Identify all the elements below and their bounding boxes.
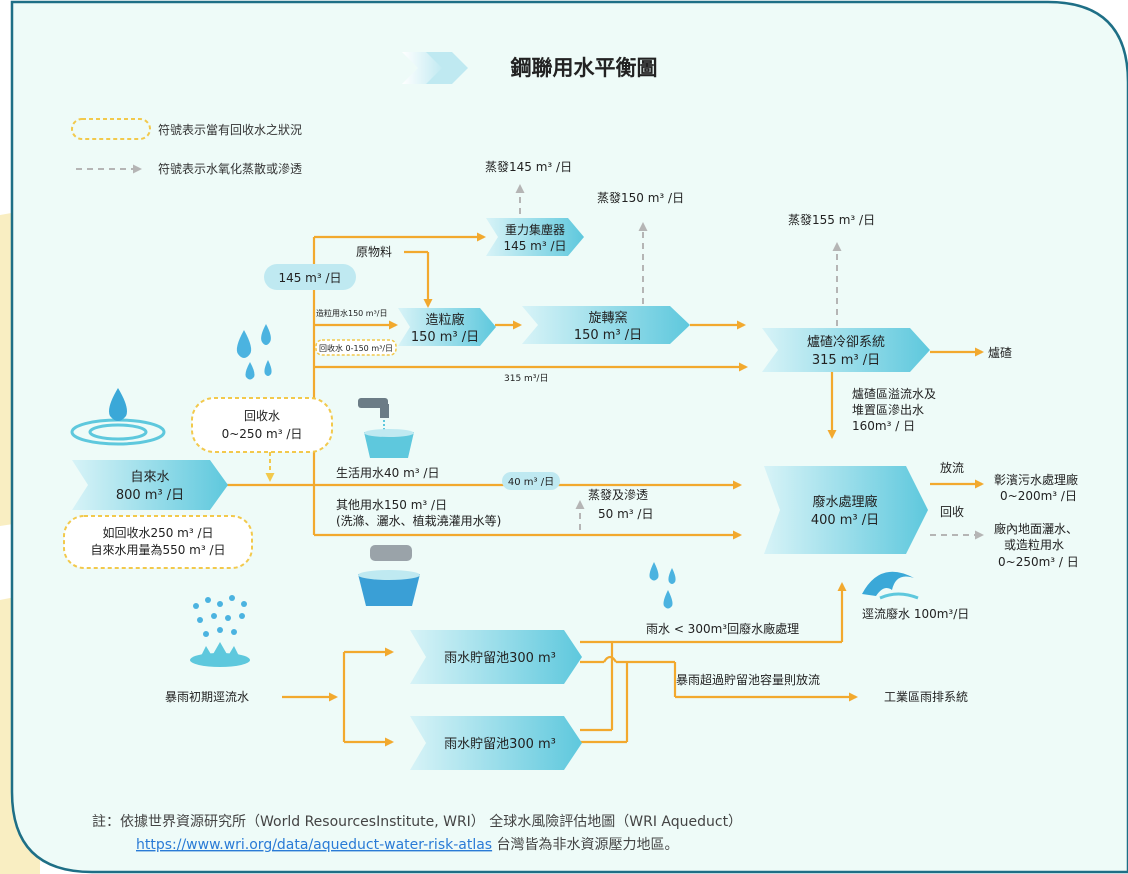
- rain-pond-box-1: 雨水貯留池300 m³: [410, 630, 582, 684]
- svg-text:315 m³ /日: 315 m³ /日: [812, 353, 880, 368]
- overflow-line1: 爐碴區溢流水及: [852, 386, 936, 401]
- industrial-drain-label: 工業區雨排系統: [884, 690, 968, 704]
- overflow-line2: 堆置區滲出水: [852, 403, 924, 417]
- changbin-line1: 彰濱污水處理廠: [994, 472, 1078, 487]
- svg-text:雨水貯留池300 m³: 雨水貯留池300 m³: [444, 737, 556, 752]
- pelletizer-box: 造粒廠 150 m³ /日: [398, 308, 496, 346]
- overflow-discharge-label: 暴雨超過貯留池容量則放流: [676, 672, 820, 687]
- svg-text:重力集塵器: 重力集塵器: [505, 222, 565, 237]
- svg-text:0~250 m³ /日: 0~250 m³ /日: [222, 427, 303, 441]
- svg-text:自來水: 自來水: [130, 470, 169, 485]
- recycle-usage-note: 如回收水250 m³ /日 自來水用量為550 m³ /日: [63, 515, 253, 569]
- svg-text:400 m³ /日: 400 m³ /日: [811, 513, 879, 528]
- svg-text:雨水貯留池300 m³: 雨水貯留池300 m³: [444, 651, 556, 666]
- reuse-line3: 0~250m³ / 日: [998, 555, 1079, 569]
- flow-145-pill: 145 m³ /日: [264, 264, 356, 290]
- svg-text:爐碴冷卻系統: 爐碴冷卻系統: [807, 335, 885, 350]
- title-chevron-icon: [402, 52, 468, 84]
- footnote-suffix: 台灣皆為非水資源壓力地區。: [492, 837, 678, 853]
- svg-text:145 m³ /日: 145 m³ /日: [503, 239, 566, 253]
- droplets-icon: [236, 324, 272, 380]
- svg-text:145 m³ /日: 145 m³ /日: [278, 271, 341, 285]
- pellet-water-label: 造粒用水150 m³/日: [316, 308, 388, 318]
- wave-icon: [862, 571, 919, 600]
- recycled-water-note: 回收水 0~250 m³ /日: [191, 397, 333, 453]
- faucet-icon: [358, 398, 414, 458]
- page-title: 鋼聯用水平衡圖: [510, 56, 658, 80]
- tap-water-box: 自來水 800 m³ /日: [72, 460, 228, 510]
- evap-155-label: 蒸發155 m³ /日: [788, 212, 875, 227]
- svg-text:廢水處理廠: 廢水處理廠: [812, 494, 877, 510]
- svg-text:150 m³ /日: 150 m³ /日: [574, 328, 642, 343]
- recycle-label: 回收: [940, 505, 964, 519]
- flow-lines: [226, 232, 984, 747]
- legend-recycle-symbol: [71, 118, 151, 140]
- storm-runoff-label: 暴雨初期逕流水: [165, 690, 249, 704]
- slag-label: 爐碴: [988, 345, 1012, 360]
- rain-droplets-icon: [649, 562, 676, 609]
- svg-text:回收水 0-150 m³/日: 回收水 0-150 m³/日: [319, 343, 393, 353]
- legend-recycle-label: 符號表示當有回收水之狀況: [158, 122, 302, 137]
- rain-icon: [190, 595, 250, 667]
- svg-text:造粒廠: 造粒廠: [425, 312, 464, 328]
- evap-seep-line1: 蒸發及滲透: [588, 487, 648, 502]
- svg-text:800 m³ /日: 800 m³ /日: [116, 488, 184, 503]
- flow-315-label: 315 m³/日: [504, 373, 548, 384]
- footnote-line2: https://www.wri.org/data/aqueduct-water-…: [136, 837, 679, 853]
- evap-150-label: 蒸發150 m³ /日: [597, 190, 684, 205]
- washing-basin-icon: [358, 545, 420, 606]
- reuse-line2: 或造粒用水: [1004, 537, 1064, 552]
- evap-seep-line2: 50 m³ /日: [598, 507, 653, 521]
- domestic-water-label: 生活用水40 m³ /日: [336, 466, 439, 480]
- svg-text:150 m³ /日: 150 m³ /日: [411, 330, 479, 345]
- diagram-labels: 蒸發145 m³ /日 蒸發150 m³ /日 蒸發155 m³ /日 原物料 …: [165, 159, 1079, 704]
- svg-text:如回收水250 m³ /日: 如回收水250 m³ /日: [102, 525, 213, 540]
- svg-text:旋轉窯: 旋轉窯: [588, 311, 627, 326]
- other-water-line1: 其他用水150 m³ /日: [336, 498, 447, 512]
- discharge-label: 放流: [940, 460, 964, 475]
- gravity-collector-box: 重力集塵器 145 m³ /日: [486, 218, 584, 256]
- evap-145-label: 蒸發145 m³ /日: [485, 159, 572, 174]
- wastewater-plant-box: 廢水處理廠 400 m³ /日: [764, 466, 928, 554]
- rotary-kiln-box: 旋轉窯 150 m³ /日: [522, 306, 690, 344]
- changbin-line2: 0~200m³ /日: [1000, 489, 1077, 503]
- reuse-line1: 廠內地面灑水、: [994, 521, 1078, 536]
- water-splash-icon: [70, 388, 166, 446]
- svg-text:回收水: 回收水: [244, 409, 280, 423]
- flow-40-pill: 40 m³ /日: [502, 472, 560, 490]
- runoff-label: 逕流廢水 100m³/日: [862, 606, 969, 621]
- evaporation-arrows: [515, 184, 984, 540]
- svg-text:40 m³ /日: 40 m³ /日: [508, 477, 554, 488]
- rain-pond-box-2: 雨水貯留池300 m³: [410, 716, 582, 770]
- rain-lt-300-label: 雨水 < 300m³回廢水廠處理: [646, 621, 799, 636]
- footnote-link[interactable]: https://www.wri.org/data/aqueduct-water-…: [136, 837, 492, 853]
- diagram-frame: [10, 0, 1128, 874]
- raw-material-label: 原物料: [356, 245, 392, 259]
- footnote-line1: 註：依據世界資源研究所（World ResourcesInstitute, WR…: [92, 813, 742, 830]
- overflow-line3: 160m³ / 日: [852, 419, 915, 433]
- recycle-0-150-note: 回收水 0-150 m³/日: [315, 339, 397, 356]
- other-water-line2: (洗滌、灑水、植栽澆灌用水等): [336, 513, 501, 528]
- legend-evap-label: 符號表示水氧化蒸散或滲透: [158, 161, 302, 176]
- svg-text:自來水用量為550 m³ /日: 自來水用量為550 m³ /日: [90, 543, 225, 557]
- slag-cooling-box: 爐碴冷卻系統 315 m³ /日: [762, 328, 930, 372]
